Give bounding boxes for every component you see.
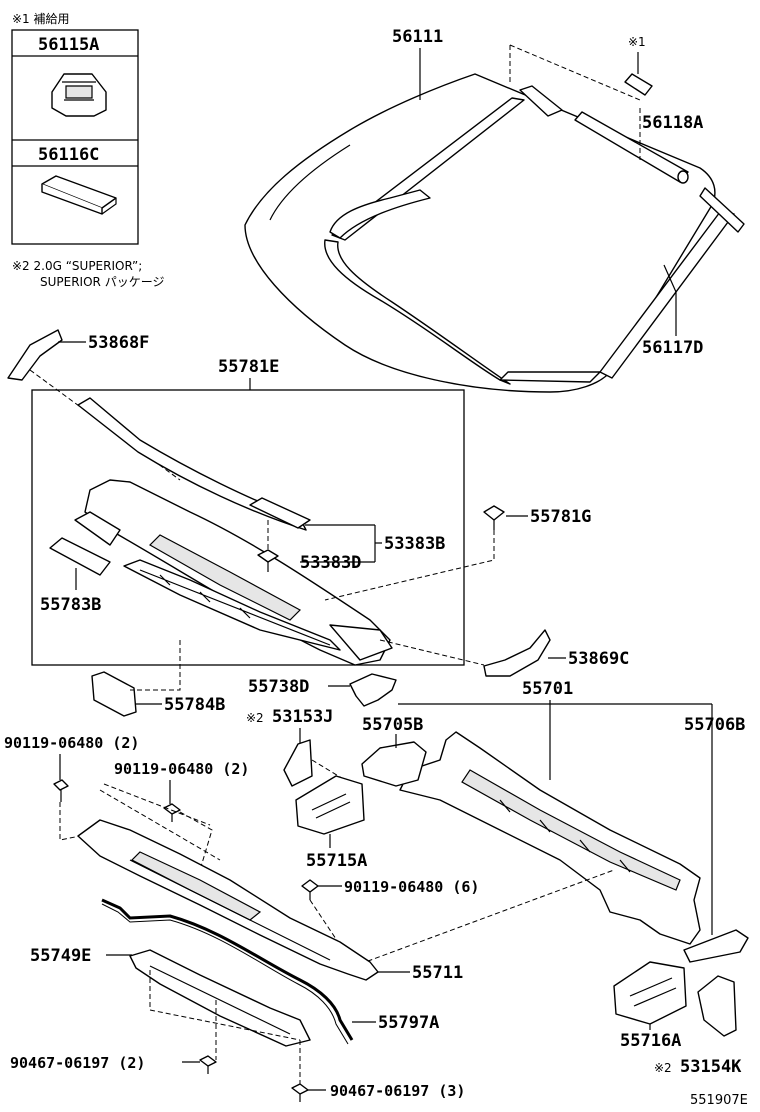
label-55716A: 55716A [620, 1031, 681, 1051]
label-53868F: 53868F [88, 333, 149, 353]
supply-parts-box [11, 29, 139, 245]
bracket-55715A-drawing [295, 775, 365, 835]
label-90467-06197-2: 90467-06197 (2) [10, 1054, 145, 1072]
label-55784B: 55784B [164, 695, 225, 715]
clip-90467-right-drawing [291, 1083, 309, 1102]
cowl-panel-55701-drawing [399, 731, 701, 945]
label-56115A: 56115A [38, 35, 99, 55]
label-53869C: 53869C [568, 649, 629, 669]
note-superior-line2: SUPERIOR パッケージ [40, 275, 164, 289]
seal-53868F-drawing [7, 329, 63, 381]
bolt-6-drawing [301, 879, 319, 900]
cover-55783B-drawing [49, 537, 111, 576]
label-55738D: 55738D [248, 677, 309, 697]
clip-56115A-drawing [51, 73, 107, 117]
label-53154K: 53154K [680, 1057, 742, 1077]
moulding-56117D-drawing [324, 85, 745, 385]
label-53153J: 53153J [272, 707, 333, 727]
label-56111: 56111 [392, 27, 443, 47]
seal-55749E-drawing [129, 949, 311, 1047]
label-90467-06197-3: 90467-06197 (3) [330, 1082, 465, 1100]
seal-53869C-drawing [483, 629, 551, 677]
seal-53383B-drawing [249, 497, 311, 529]
cowl-louver-drawing [74, 397, 393, 666]
label-55701: 55701 [522, 679, 573, 699]
label-53383D: 53383D [300, 553, 361, 573]
brace-55706B-drawing [683, 929, 749, 963]
label-56116C: 56116C [38, 145, 99, 165]
figure-code: 551907E [690, 1093, 748, 1108]
label-90119-06480-2-left: 90119-06480 (2) [4, 734, 139, 752]
mark-note2-53154K: ※2 [654, 1061, 672, 1075]
bolt-center-drawing [163, 803, 181, 822]
small-piece-drawing [624, 73, 653, 96]
bracket-55738D-drawing [349, 673, 397, 707]
clip-53383D-drawing [257, 549, 279, 572]
mark-note2-53153J: ※2 [246, 711, 264, 725]
label-55711: 55711 [412, 963, 463, 983]
label-55797A: 55797A [378, 1013, 439, 1033]
strip-56118A-drawing [574, 111, 689, 184]
cable-55797A-drawing [101, 898, 354, 1045]
label-55749E: 55749E [30, 946, 91, 966]
label-53383B: 53383B [384, 534, 445, 554]
bolt-left-drawing [53, 779, 69, 802]
label-55705B: 55705B [362, 715, 423, 735]
cover-55784B-drawing [91, 671, 137, 717]
brace-55705B-drawing [361, 741, 427, 787]
cowl-55711-drawing [77, 819, 379, 981]
bracket-55716A-drawing [613, 961, 687, 1025]
label-55781E: 55781E [218, 357, 279, 377]
label-56118A: 56118A [642, 113, 703, 133]
label-55715A: 55715A [306, 851, 367, 871]
pad-56116C-drawing [41, 175, 117, 215]
insulator-53153J-drawing [283, 739, 313, 787]
label-90119-06480-6: 90119-06480 (6) [344, 878, 479, 896]
note-superior-line1: ※2 2.0G “SUPERIOR”; [12, 259, 142, 273]
clip-55781G-drawing [483, 505, 505, 530]
cowl-assembly-box [31, 389, 465, 666]
clip-90467-left-drawing [199, 1055, 217, 1074]
label-90119-06480-2-center: 90119-06480 (2) [114, 760, 249, 778]
note-supply: ※1 補給用 [12, 12, 70, 26]
label-55706B: 55706B [684, 715, 745, 735]
label-55781G: 55781G [530, 507, 591, 527]
label-56117D: 56117D [642, 338, 703, 358]
label-55783B: 55783B [40, 595, 101, 615]
insulator-53154K-drawing [697, 975, 737, 1037]
mark-note1: ※1 [628, 35, 646, 49]
